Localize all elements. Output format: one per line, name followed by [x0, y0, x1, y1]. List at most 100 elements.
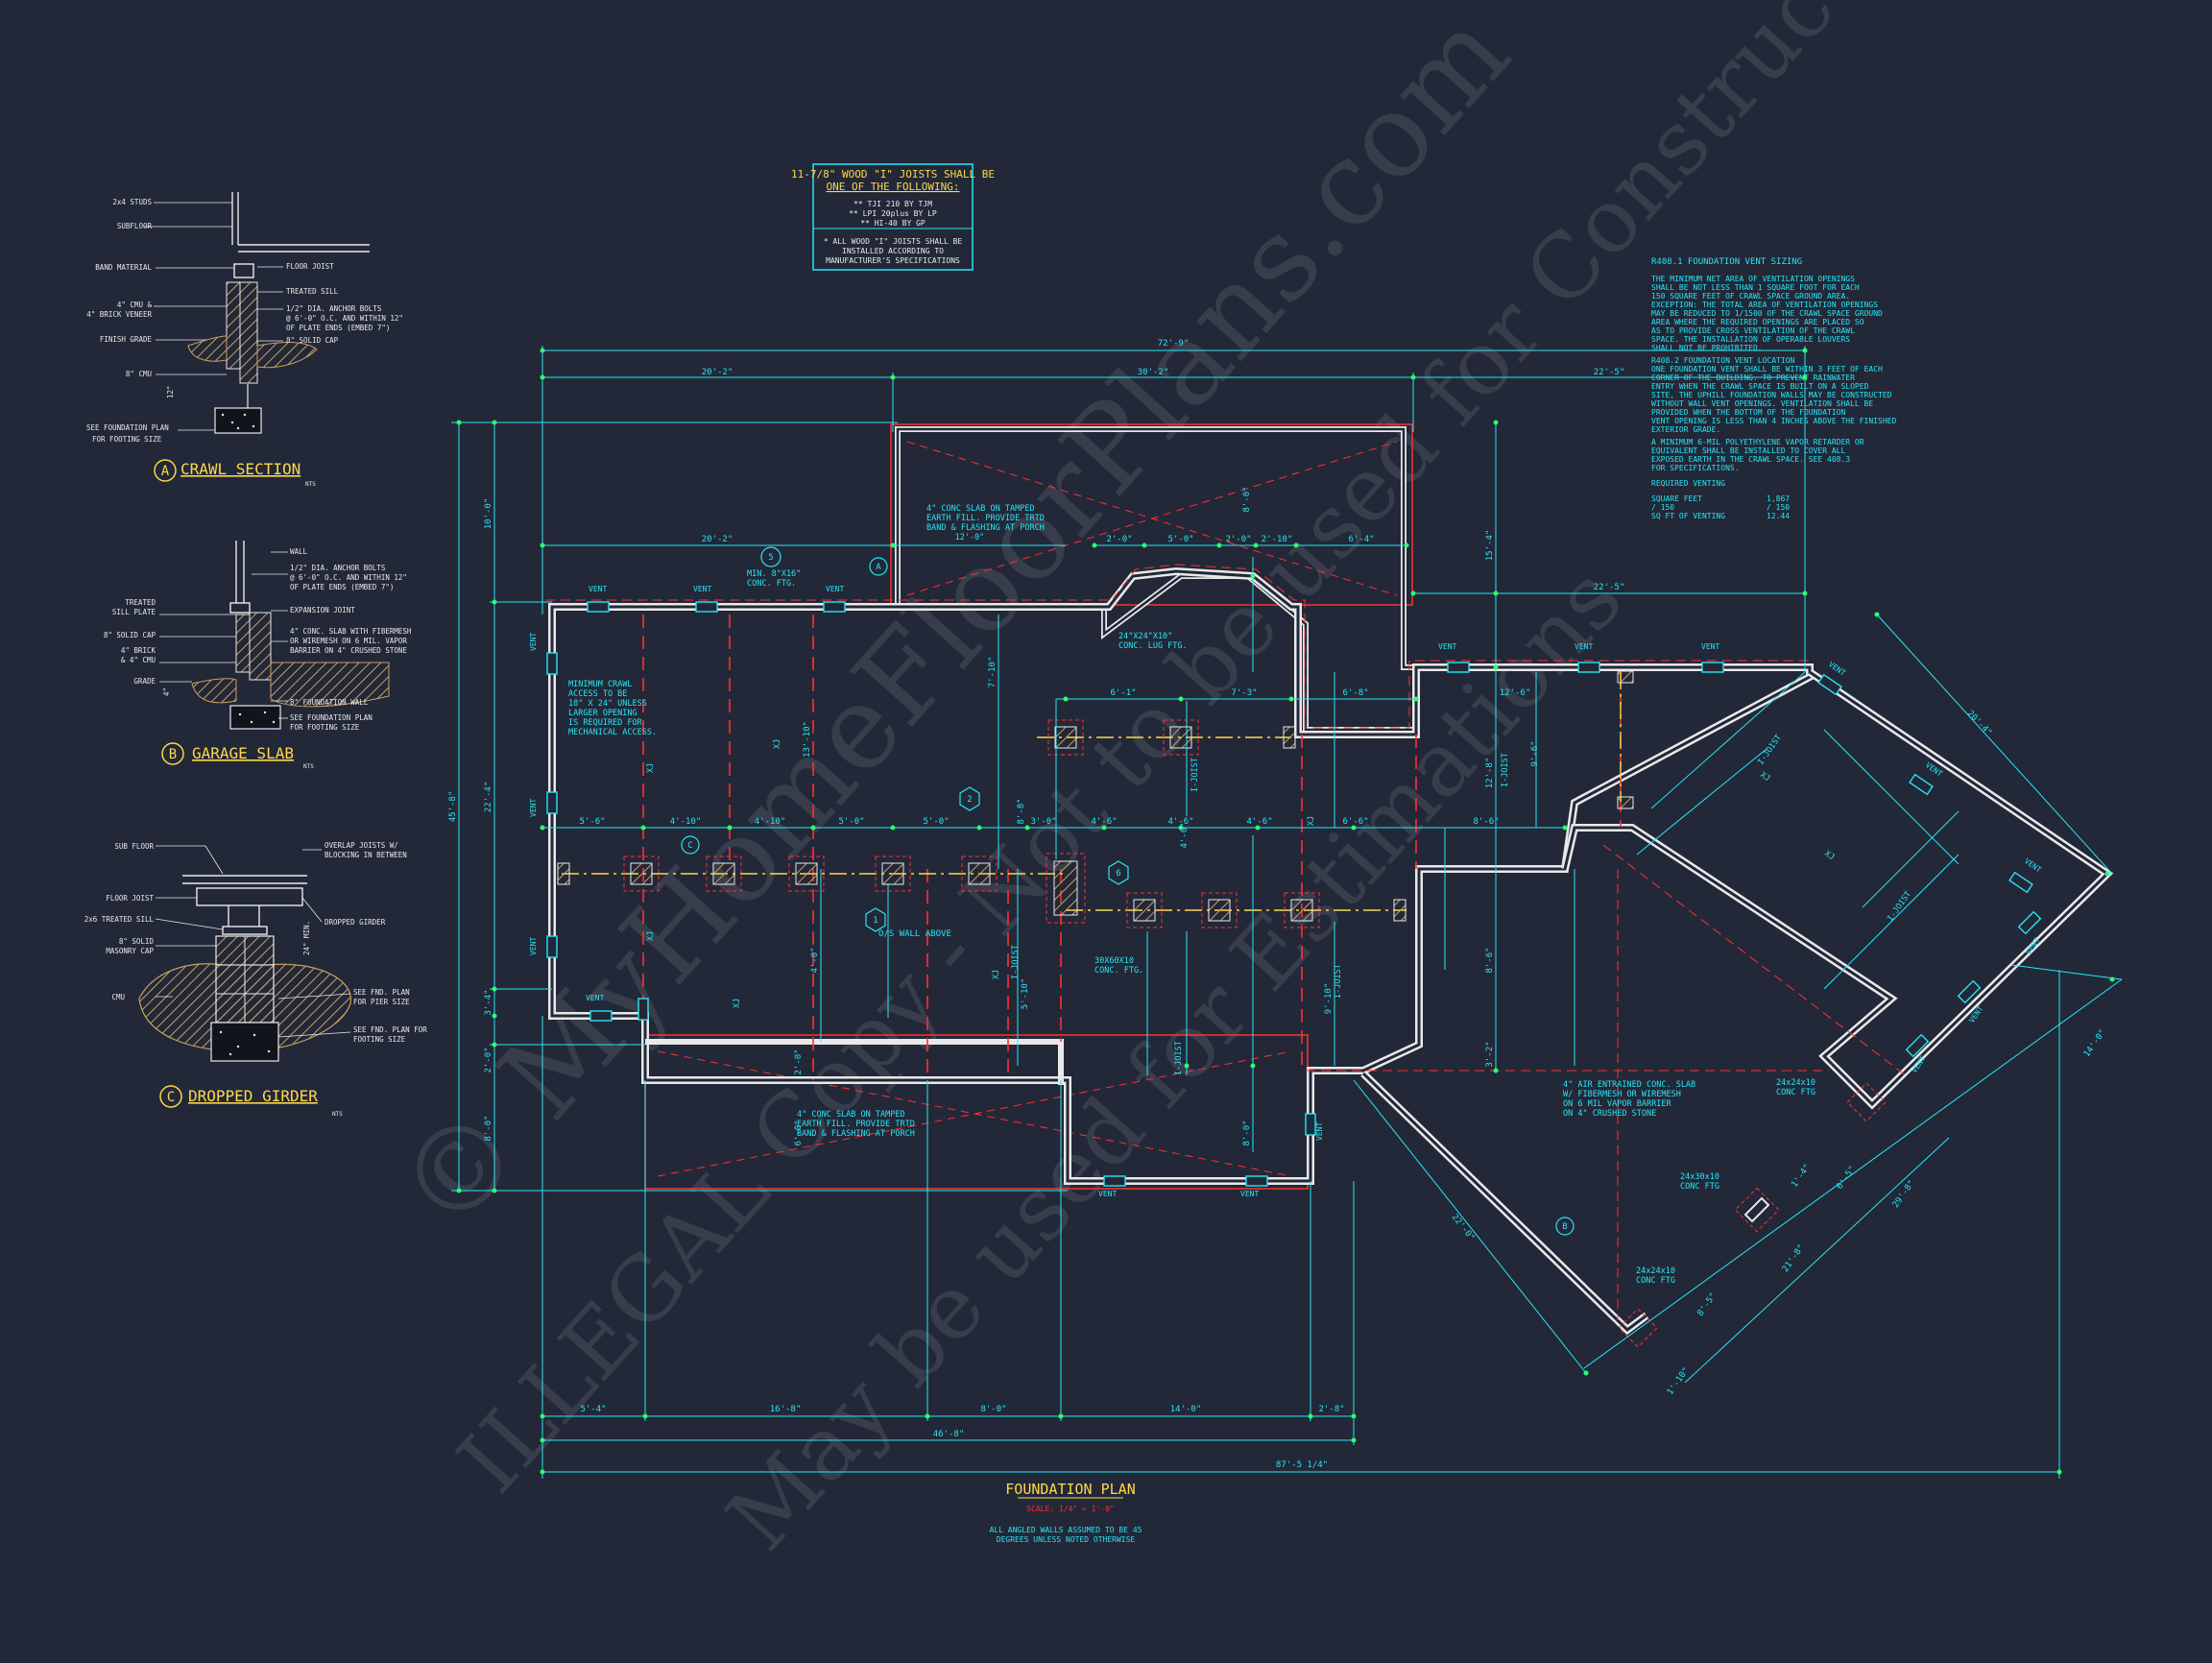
drawing-circle — [1058, 1413, 1064, 1419]
plan-label: LARGER OPENING — [568, 709, 637, 718]
drawing-circle — [1250, 573, 1256, 579]
pier — [875, 856, 911, 892]
plan-label: 15'-4" — [1485, 530, 1495, 562]
plan-label: 12.44 — [1767, 512, 1790, 520]
plan-label: ON 4" CRUSHED STONE — [1563, 1109, 1656, 1119]
drawing-rect — [1909, 773, 1934, 796]
plan-label: THE MINIMUM NET AREA OF VENTILATION OPEN… — [1651, 275, 1855, 283]
drawing-rect — [1305, 1113, 1316, 1136]
detail-a-title: CRAWL SECTION — [180, 460, 301, 478]
plan-label: VENT — [589, 585, 607, 593]
drawing-circle — [492, 420, 497, 425]
plan-label: WITHOUT WALL VENT OPENINGS. VENTILATION … — [1651, 399, 1873, 408]
drawing-polygon — [1108, 860, 1129, 885]
drawing-path — [1563, 670, 2110, 1107]
drawing-group: 2x4 STUDS SUBFLOOR BAND MATERIAL 4" CMU … — [86, 198, 403, 444]
drawing-rect — [1701, 662, 1724, 673]
plan-label: 4'-0" — [810, 947, 820, 973]
drawing-circle — [1583, 1370, 1589, 1376]
joist-note-footer-2: INSTALLED ACCORDING TO — [842, 247, 944, 255]
plan-label: 16'-8" — [770, 1405, 802, 1414]
plan-label: NTS — [332, 1111, 343, 1118]
plan-label: VENT — [1827, 660, 1847, 678]
plan-label: 8'-0" — [1242, 486, 1252, 512]
plan-label: 24x30x10 — [1680, 1172, 1719, 1182]
plan-label: DROPPED GIRDER — [325, 918, 386, 927]
plan-label: VENT — [693, 585, 711, 593]
plan-label: 20'-2" — [702, 535, 733, 544]
detail-b-bubble — [161, 742, 184, 765]
plan-label: 4'-6" — [1167, 817, 1193, 827]
plan-label: 2x4 STUDS — [112, 198, 152, 206]
drawing-rect — [1617, 796, 1634, 809]
joist-note-item-3: ** HI-40 BY GP — [860, 219, 926, 228]
plan-label: VENT — [2023, 856, 2043, 875]
plan-label: 22'-4" — [484, 782, 493, 813]
plan-label: XJ — [992, 970, 1001, 979]
drawing-circle — [267, 1049, 271, 1053]
plan-label: CMU — [111, 993, 125, 1001]
drawing-group — [231, 192, 370, 278]
plan-label: MAY BE REDUCED TO 1/1500 OF THE CRAWL SP… — [1651, 309, 1883, 318]
plan-label: 2'-8" — [1318, 1405, 1344, 1414]
plan-label: 87'-5 1/4" — [1276, 1460, 1328, 1470]
pier — [623, 856, 660, 892]
drawing-circle — [1413, 696, 1419, 702]
pilaster — [1617, 670, 1634, 684]
plan-label: OR WIREMESH ON 6 MIL. VAPOR — [290, 637, 407, 645]
vent-sizing-note: R408.1 FOUNDATION VENT SIZING THE MINIMU… — [1651, 257, 1896, 520]
plan-label: 8'-0" — [980, 1405, 1006, 1414]
drawing-circle — [492, 1188, 497, 1193]
foundation-plan: VENT VENT VENT VENT VENT VENT VENT VENT … — [448, 339, 2123, 1544]
joist-note-frame — [812, 163, 974, 271]
plan-label: XJ — [733, 999, 742, 1008]
detail-a-bubble — [154, 459, 177, 482]
plan-label: REQUIRED VENTING — [1651, 479, 1725, 488]
plan-label: 1'-10" — [1666, 1366, 1692, 1397]
drawing-rect — [1208, 899, 1231, 922]
plan-label: SEE FOUNDATION PLAN — [290, 713, 373, 722]
plan-label: XJ — [773, 739, 782, 749]
drawing-circle — [727, 825, 733, 831]
drawing-line — [1823, 729, 1960, 865]
plan-label: EARTH FILL. PROVIDE TRTD — [797, 1120, 915, 1129]
plan-label: O/S WALL ABOVE — [878, 929, 951, 939]
plan-label: W/ FIBERMESH OR WIREMESH — [1563, 1090, 1681, 1099]
plan-label: 5 — [768, 553, 773, 563]
plan-label: 24"X24"X10" — [1118, 632, 1172, 641]
plan-label: CONC. FTG. — [747, 579, 796, 589]
drawing-rect — [557, 862, 570, 885]
drawing-circle — [250, 720, 253, 724]
plan-label: 24" MIN. — [302, 921, 311, 955]
plan-label: 3'-0" — [1030, 817, 1056, 827]
plan-label: 8" FOUNDATION WALL — [290, 698, 369, 707]
drawing-rect — [1905, 1033, 1930, 1058]
plan-label: 45'-8" — [448, 791, 458, 823]
plan-label: 14'-0" — [1170, 1405, 1202, 1414]
plan-label: MINIMUM CRAWL — [568, 680, 633, 689]
plan-label: @ 6'-0" O.C. AND WITHIN 12" — [286, 314, 403, 323]
plan-notes: 4" CONC SLAB ON TAMPED EARTH FILL. PROVI… — [568, 504, 1913, 1286]
plan-label: 1/2" DIA. ANCHOR BOLTS — [290, 564, 386, 572]
pier — [961, 856, 998, 892]
drawing-circle — [2104, 871, 2110, 877]
plan-label: 12" — [166, 385, 175, 398]
drawing-circle — [1178, 696, 1184, 702]
drawing-rect — [695, 601, 718, 613]
drawing-circle — [1404, 542, 1409, 548]
plan-label: / 150 — [1767, 503, 1790, 512]
drawing-rect — [226, 281, 241, 370]
plan-label: XJ — [1307, 816, 1316, 826]
drawing-circle — [230, 421, 234, 424]
plan-label: 2'-0" — [794, 1048, 804, 1074]
drawing-circle — [681, 835, 700, 855]
drawing-rect — [823, 601, 846, 613]
drawing-circle — [1562, 825, 1568, 831]
drawing-group — [216, 936, 274, 1023]
drawing-circle — [456, 420, 462, 425]
plan-label: 4'-10" — [755, 817, 786, 827]
drawing-rect — [623, 856, 660, 892]
pier — [1201, 892, 1238, 928]
plan-label: TREATED SILL — [286, 287, 339, 296]
watermark-illegal: ILLEGAL Copy - Not to be used for Constr… — [439, 0, 1970, 1512]
